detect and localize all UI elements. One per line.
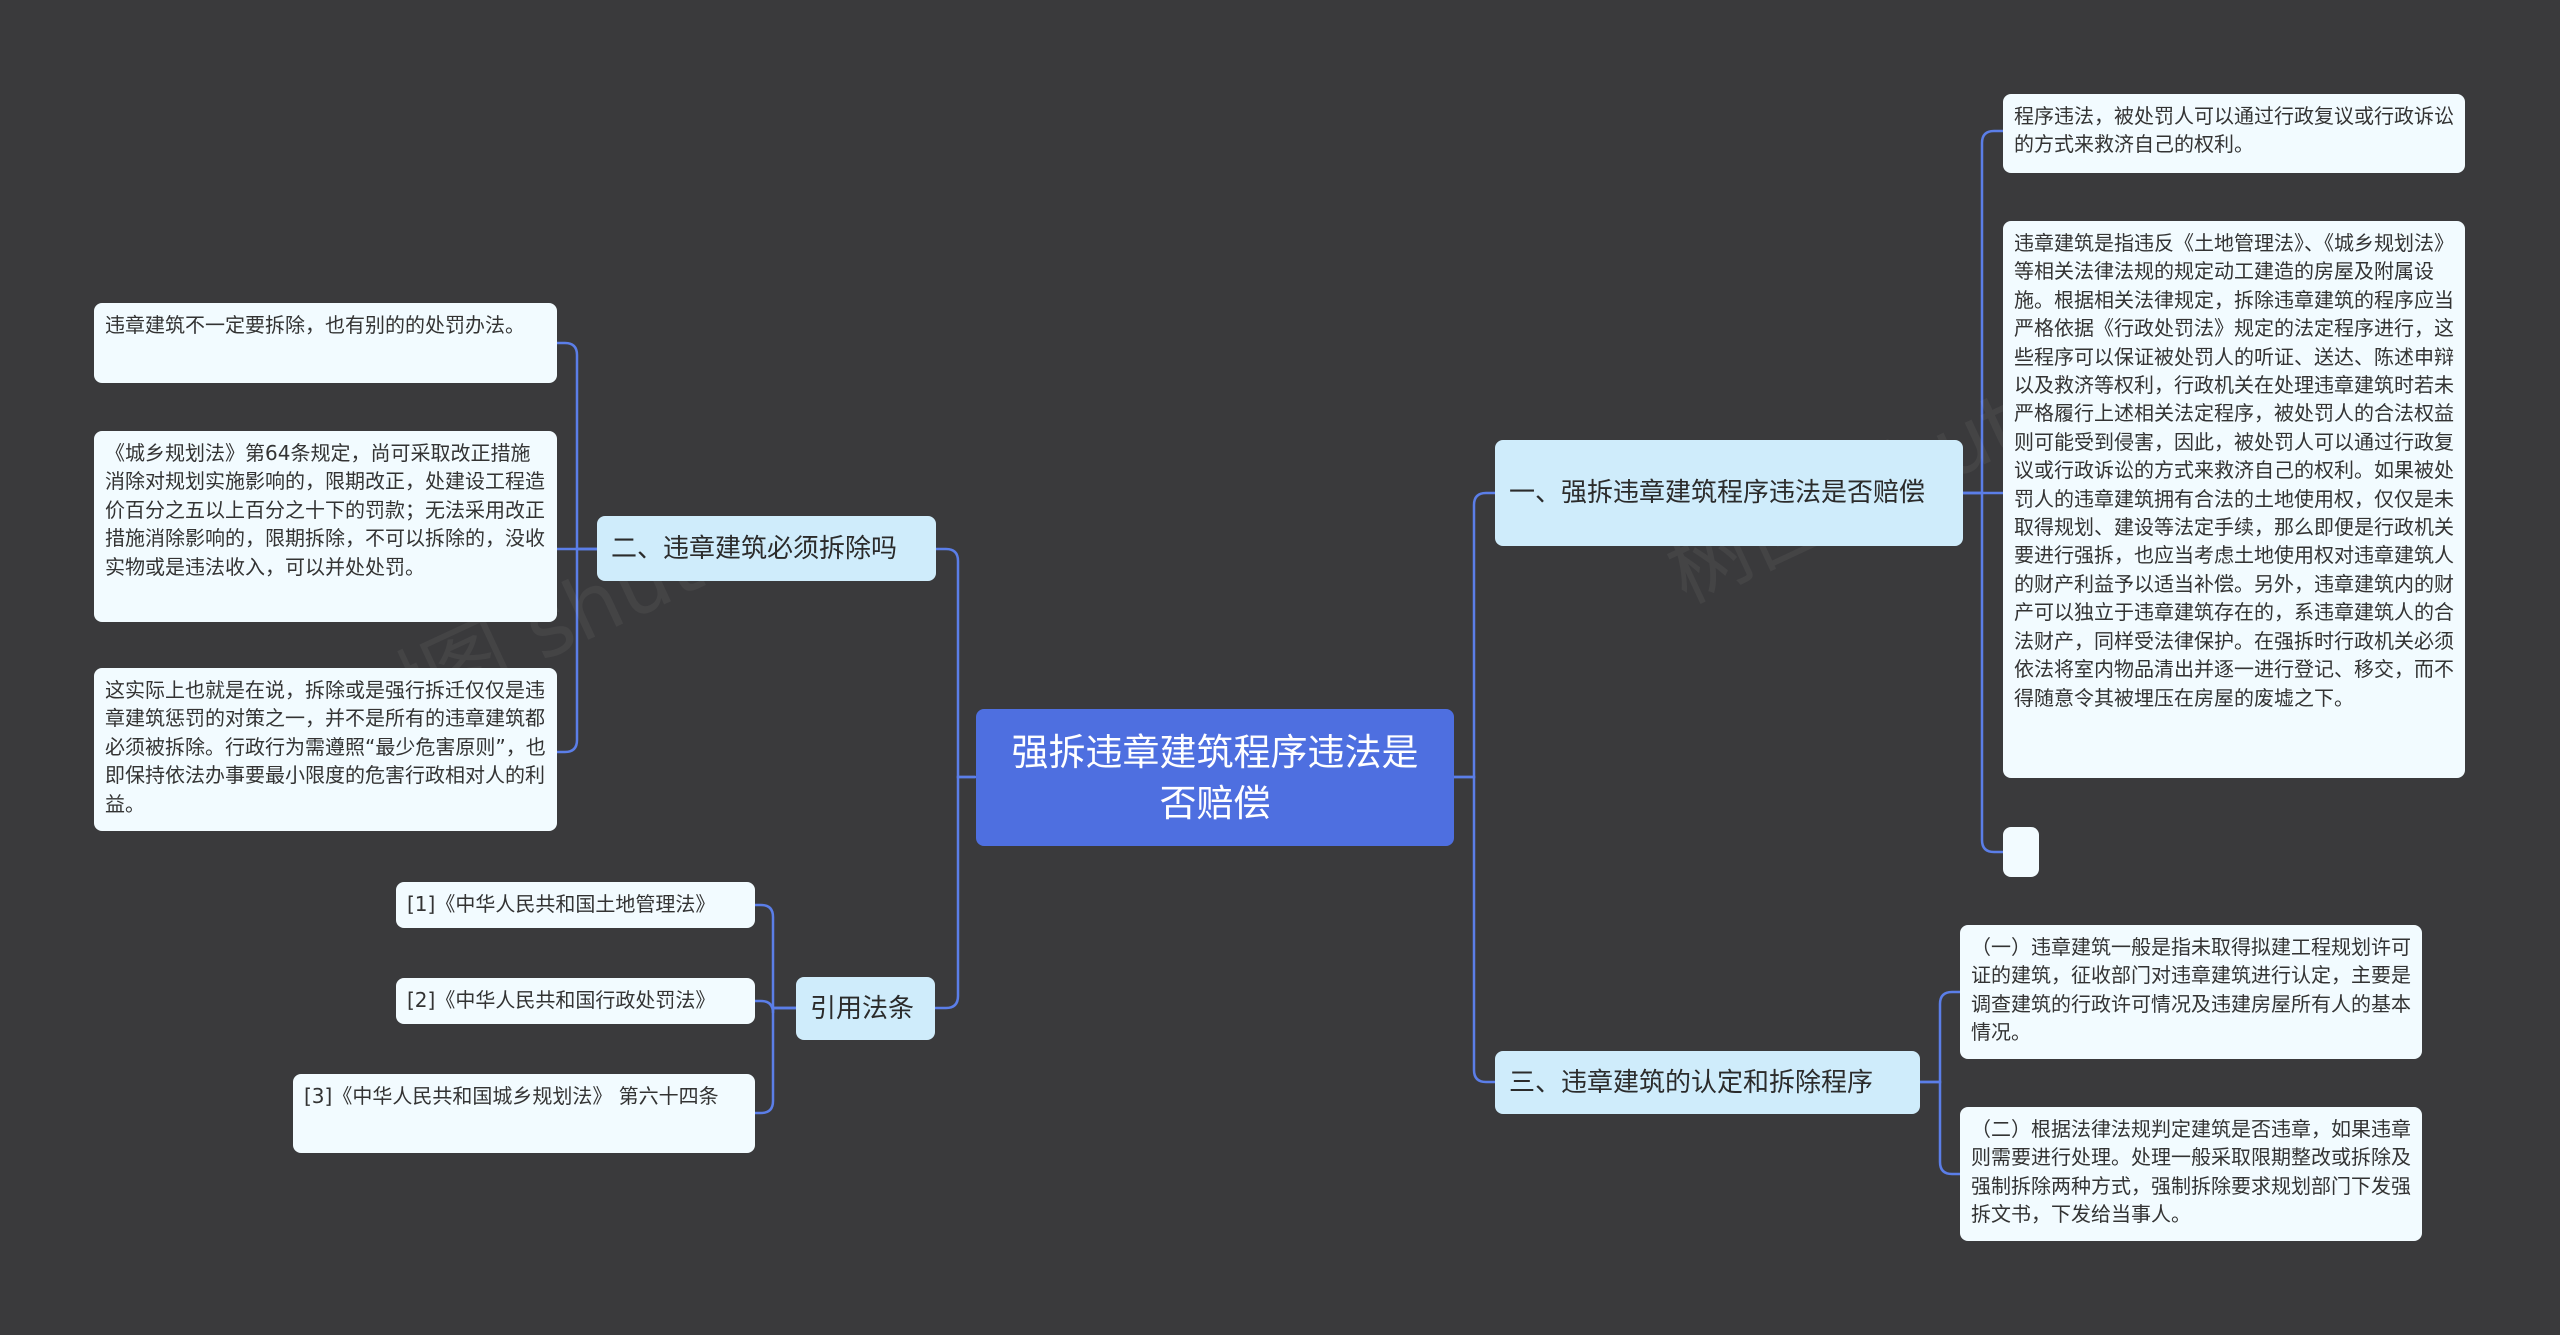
leaf-node-text: [3]《中华人民共和国城乡规划法》 第六十四条 (304, 1084, 719, 1108)
branch-node-illegal-procedure-compensation[interactable]: 一、强拆违章建筑程序违法是否赔偿 (1495, 440, 1963, 546)
branch-node-identification-procedure[interactable]: 三、违章建筑的认定和拆除程序 (1495, 1051, 1920, 1114)
branch-node-must-demolish[interactable]: 二、违章建筑必须拆除吗 (597, 516, 936, 581)
edge-b2-leaf3 (555, 547, 599, 754)
branch-node-label: 二、违章建筑必须拆除吗 (611, 533, 898, 564)
edge-root-b4 (933, 775, 977, 1010)
leaf-node[interactable]: [1]《中华人民共和国土地管理法》 (396, 882, 755, 928)
root-node[interactable]: 强拆违章建筑程序违法是否赔偿 (976, 709, 1454, 846)
branch-node-cited-laws[interactable]: 引用法条 (796, 977, 935, 1040)
leaf-node-text: 违章建筑不一定要拆除，也有别的的处罚办法。 (105, 313, 525, 337)
leaf-node[interactable]: [2]《中华人民共和国行政处罚法》 (396, 978, 755, 1024)
branch-node-label: 三、违章建筑的认定和拆除程序 (1509, 1067, 1874, 1098)
leaf-node-text: 程序违法，被处罚人可以通过行政复议或行政诉讼的方式来救济自己的权利。 (2014, 104, 2454, 157)
leaf-node-text: 《城乡规划法》第64条规定，尚可采取改正措施消除对规划实施影响的，限期改正，处建… (105, 441, 545, 579)
leaf-node[interactable]: 这实际上也就是在说，拆除或是强行拆迁仅仅是违章建筑惩罚的对策之一，并不是所有的违… (94, 668, 557, 831)
leaf-node-text: （一）违章建筑一般是指未取得拟建工程规划许可证的建筑，征收部门对违章建筑进行认定… (1971, 935, 2411, 1045)
leaf-node[interactable]: （一）违章建筑一般是指未取得拟建工程规划许可证的建筑，征收部门对违章建筑进行认定… (1960, 925, 2422, 1059)
leaf-node-text: （二）根据法律法规判定建筑是否违章，如果违章则需要进行处理。处理一般采取限期整改… (1971, 1117, 2411, 1227)
branch-node-label: 引用法条 (810, 993, 915, 1024)
edge-root-b1 (1452, 491, 1497, 779)
leaf-node[interactable]: 《城乡规划法》第64条规定，尚可采取改正措施消除对规划实施影响的，限期改正，处建… (94, 431, 557, 622)
edge-root-b3 (1452, 775, 1497, 1084)
leaf-node[interactable]: （二）根据法律法规判定建筑是否违章，如果违章则需要进行处理。处理一般采取限期整改… (1960, 1107, 2422, 1241)
leaf-node[interactable]: 程序违法，被处罚人可以通过行政复议或行政诉讼的方式来救济自己的权利。 (2003, 94, 2465, 173)
leaf-node[interactable]: 违章建筑是指违反《土地管理法》、《城乡规划法》等相关法律法规的规定动工建造的房屋… (2003, 221, 2465, 778)
edge-b4-leaf3 (753, 1006, 799, 1115)
root-node-label: 强拆违章建筑程序违法是否赔偿 (1011, 730, 1419, 825)
edge-b1-leaf3 (1961, 491, 2005, 854)
leaf-node[interactable]: 违章建筑不一定要拆除，也有别的的处罚办法。 (94, 303, 557, 383)
edge-b2-leaf1 (555, 341, 599, 551)
leaf-node[interactable]: [3]《中华人民共和国城乡规划法》 第六十四条 (293, 1074, 755, 1153)
branch-node-label: 一、强拆违章建筑程序违法是否赔偿 (1509, 478, 1926, 508)
edge-b3-leaf2 (1918, 1080, 1962, 1176)
edge-b1-leaf1 (1961, 129, 2005, 495)
leaf-node-empty[interactable] (2003, 827, 2039, 877)
leaf-node-text: 违章建筑是指违反《土地管理法》、《城乡规划法》等相关法律法规的规定动工建造的房屋… (2014, 231, 2454, 710)
leaf-node-text: 这实际上也就是在说，拆除或是强行拆迁仅仅是违章建筑惩罚的对策之一，并不是所有的违… (105, 678, 546, 816)
leaf-node-text: [1]《中华人民共和国土地管理法》 (407, 892, 716, 916)
edge-b4-leaf1 (753, 903, 799, 1010)
edge-b3-leaf1 (1918, 990, 1962, 1084)
edge-root-b2 (934, 547, 977, 779)
leaf-node-text: [2]《中华人民共和国行政处罚法》 (407, 988, 716, 1012)
